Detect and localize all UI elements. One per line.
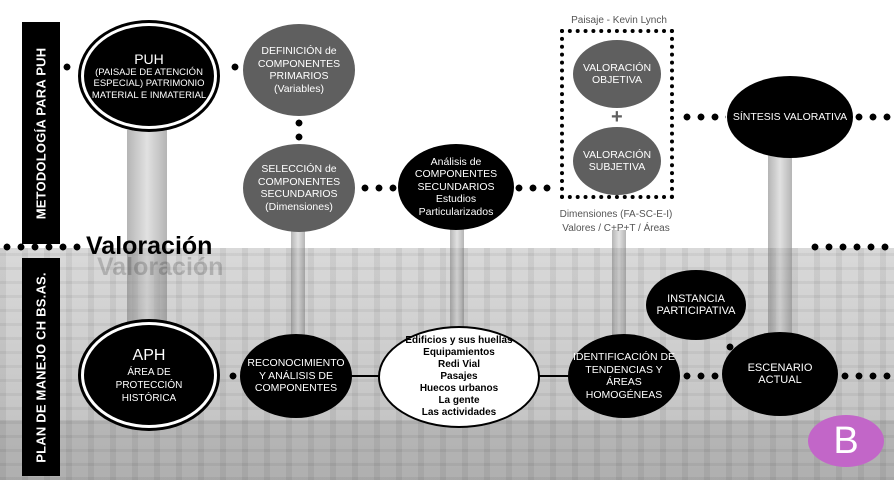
component-item: Redi Vial bbox=[437, 359, 481, 370]
node-val-subjetiva: VALORACIÓN SUBJETIVA bbox=[573, 127, 661, 195]
box-label-bottom-1: Dimensiones (FA-SC-E-I) bbox=[559, 209, 673, 220]
component-item: Huecos urbanos bbox=[419, 383, 499, 394]
connector-puh-definicion bbox=[228, 63, 242, 71]
sidebar-plan-label: PLAN DE MANEJO CH BS.AS. bbox=[33, 271, 49, 463]
node-escenario: ESCENARIO ACTUAL bbox=[722, 332, 838, 416]
sidebar-metodologia: METODOLOGÍA PARA PUH bbox=[22, 22, 60, 244]
connector-analisis-box bbox=[512, 184, 554, 192]
node-sintesis-text: SÍNTESIS VALORATIVA bbox=[732, 110, 848, 123]
node-val-subjetiva-text: VALORACIÓN SUBJETIVA bbox=[582, 148, 652, 174]
node-reconocimiento-text: RECONOCIMIENTO Y ANÁLISIS DE COMPONENTES bbox=[247, 357, 345, 395]
connector-definicion-seleccion bbox=[295, 116, 303, 144]
box-label-top: Paisaje - Kevin Lynch bbox=[571, 15, 667, 26]
connector-identificacion-escenario bbox=[680, 372, 722, 380]
badge-b: B bbox=[808, 415, 884, 467]
node-puh-text: (PAISAJE DE ATENCIÓN ESPECIAL) PATRIMONI… bbox=[91, 66, 207, 101]
node-analisis: Análisis de COMPONENTES SECUNDARIOS Estu… bbox=[398, 144, 514, 230]
node-definicion-text: DEFINICIÓN de COMPONENTES PRIMARIOS (Var… bbox=[257, 45, 341, 95]
node-aph: APH ÁREA DE PROTECCIÓN HISTÓRICA bbox=[84, 325, 214, 425]
component-item: Edificios y sus huellas bbox=[405, 335, 513, 346]
connector-aph-reconocimiento bbox=[226, 372, 240, 380]
component-item: La gente bbox=[438, 395, 480, 406]
pillar-puh bbox=[127, 130, 167, 340]
pillar-sintesis bbox=[768, 150, 792, 340]
section-title-shadow: Valoración bbox=[97, 253, 224, 281]
section-title: Valoración bbox=[86, 232, 213, 260]
node-analisis-text: Análisis de COMPONENTES SECUNDARIOS Estu… bbox=[414, 155, 498, 218]
component-item: Equipamientos bbox=[423, 347, 495, 358]
line-list-identificacion bbox=[538, 375, 570, 377]
node-puh-title: PUH bbox=[134, 50, 164, 67]
pillar-analisis bbox=[450, 228, 464, 338]
node-val-objetiva: VALORACIÓN OBJETIVA bbox=[573, 40, 661, 108]
node-val-objetiva-text: VALORACIÓN OBJETIVA bbox=[582, 61, 652, 87]
connector-instancia-escenario bbox=[726, 340, 734, 354]
node-definicion: DEFINICIÓN de COMPONENTES PRIMARIOS (Var… bbox=[243, 24, 355, 116]
node-instancia-text: INSTANCIA PARTICIPATIVA bbox=[656, 292, 736, 318]
node-reconocimiento: RECONOCIMIENTO Y ANÁLISIS DE COMPONENTES bbox=[240, 334, 352, 418]
node-sintesis: SÍNTESIS VALORATIVA bbox=[727, 76, 853, 158]
connector-seleccion-analisis bbox=[358, 184, 400, 192]
valoracion-box bbox=[560, 29, 674, 199]
connector-puh-left bbox=[60, 63, 74, 71]
pillar-valoracion bbox=[612, 230, 626, 342]
node-puh: PUH (PAISAJE DE ATENCIÓN ESPECIAL) PATRI… bbox=[84, 26, 214, 126]
component-item: Pasajes bbox=[440, 371, 478, 382]
node-instancia: INSTANCIA PARTICIPATIVA bbox=[646, 270, 746, 340]
node-aph-text: ÁREA DE PROTECCIÓN HISTÓRICA bbox=[115, 366, 183, 404]
box-label-bottom-2: Valores / C+P+T / Áreas bbox=[562, 223, 670, 234]
connector-box-sintesis bbox=[680, 113, 726, 121]
node-identificacion-text: IDENTIFICACIÓN DE TENDENCIAS Y ÁREAS HOM… bbox=[572, 351, 676, 401]
plus-sign: + bbox=[611, 106, 623, 128]
connector-escenario-right bbox=[838, 372, 894, 380]
sidebar-metodologia-label: METODOLOGÍA PARA PUH bbox=[33, 47, 49, 219]
line-reconocimiento-list bbox=[350, 375, 380, 377]
connector-valoracion-right bbox=[808, 243, 894, 251]
connector-sintesis-right bbox=[852, 113, 894, 121]
pillar-seleccion bbox=[291, 225, 305, 345]
sidebar-plan-manejo: PLAN DE MANEJO CH BS.AS. bbox=[22, 258, 60, 476]
node-identificacion: IDENTIFICACIÓN DE TENDENCIAS Y ÁREAS HOM… bbox=[568, 334, 680, 418]
component-item: Las actividades bbox=[421, 407, 497, 418]
connector-valoracion-left bbox=[0, 243, 84, 251]
components-list: Edificios y sus huellas Equipamientos Re… bbox=[378, 326, 540, 428]
node-escenario-text: ESCENARIO ACTUAL bbox=[747, 361, 813, 387]
node-aph-title: APH bbox=[132, 346, 166, 364]
node-seleccion: SELECCIÓN de COMPONENTES SECUNDARIOS (Di… bbox=[243, 144, 355, 232]
node-seleccion-text: SELECCIÓN de COMPONENTES SECUNDARIOS (Di… bbox=[257, 163, 341, 213]
